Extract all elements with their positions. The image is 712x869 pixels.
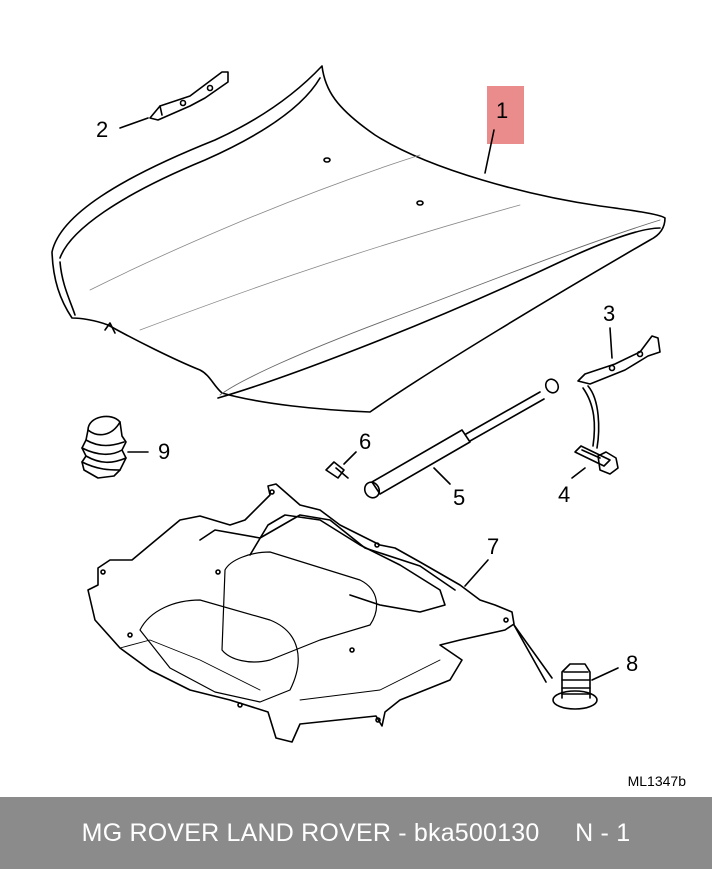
callout-3: 3	[603, 301, 616, 326]
callout-5: 5	[453, 485, 466, 510]
leader-4a	[588, 386, 599, 448]
clip	[326, 462, 348, 478]
push-fastener	[553, 664, 597, 709]
bonnet-panel	[52, 66, 665, 412]
callout-4: 4	[558, 482, 571, 507]
leader-4	[572, 468, 585, 478]
footer-part-info: MG ROVER LAND ROVER - bka500130 N - 1	[81, 819, 631, 847]
callout-8: 8	[626, 651, 639, 676]
callout-1: 1	[496, 98, 509, 123]
callout-6: 6	[359, 429, 372, 454]
leader-6	[344, 452, 356, 464]
rubber-buffer	[82, 416, 126, 478]
bolt	[575, 446, 618, 474]
diagram-drawing	[0, 0, 712, 797]
leader-4b	[583, 388, 594, 446]
footer-bar: MG ROVER LAND ROVER - bka500130 N - 1	[0, 797, 712, 869]
leader-5	[434, 468, 450, 484]
gas-strut	[362, 377, 561, 500]
parts-diagram: 1 2 3 4 5 6 7 8 9 ML1347b	[0, 0, 712, 797]
hinge-left	[150, 72, 228, 120]
leader-8a	[514, 625, 552, 678]
leader-8b	[514, 625, 546, 682]
leader-2	[120, 118, 148, 128]
callout-2: 2	[96, 117, 109, 142]
callout-7: 7	[487, 534, 500, 559]
leader-3	[610, 328, 612, 358]
undertray-panel	[88, 484, 514, 742]
leader-1	[485, 130, 494, 173]
drawing-reference-code: ML1347b	[627, 773, 686, 789]
hinge-right	[578, 336, 660, 384]
leader-7	[465, 560, 488, 586]
callout-9: 9	[158, 439, 171, 464]
leader-8	[592, 668, 618, 680]
